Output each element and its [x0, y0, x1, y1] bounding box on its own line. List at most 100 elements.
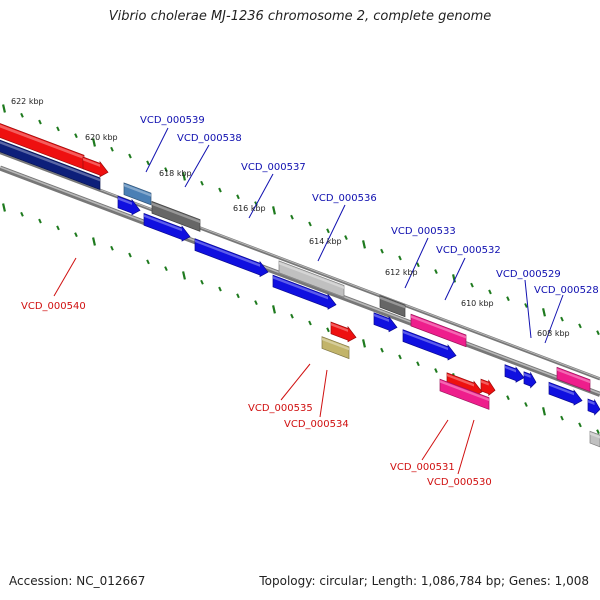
- callout-line-5: [404, 237, 429, 289]
- scale-label: 622 kbp: [11, 97, 44, 106]
- gene-feature-15: [410, 313, 467, 348]
- minor-tick: [20, 211, 24, 217]
- gene-feature-6: [151, 200, 201, 232]
- scale-label: 616 kbp: [233, 204, 266, 213]
- callout-line-4: [317, 204, 346, 262]
- gene-callouts: [53, 127, 564, 475]
- major-tick: [272, 305, 276, 314]
- minor-tick: [308, 320, 312, 326]
- minor-tick: [506, 296, 510, 302]
- gene-feature-9: [278, 260, 345, 298]
- minor-tick: [380, 248, 384, 254]
- backbone-line-outer: [0, 151, 600, 381]
- genome-stats-text: Topology: circular; Length: 1,086,784 bp…: [259, 574, 589, 588]
- minor-tick: [200, 180, 204, 186]
- minor-tick: [578, 323, 582, 329]
- minor-tick: [146, 259, 150, 265]
- major-tick: [362, 339, 366, 348]
- gene-feature-14: [373, 312, 398, 333]
- callout-line-6: [444, 257, 466, 301]
- minor-tick: [380, 347, 384, 353]
- minor-tick: [128, 252, 132, 258]
- callout-line-10: [280, 363, 311, 401]
- minor-tick: [38, 218, 42, 224]
- callout-line-8: [544, 294, 564, 344]
- major-tick: [92, 138, 96, 147]
- callout-line-11: [319, 369, 328, 418]
- minor-tick: [56, 126, 60, 132]
- minor-tick: [164, 167, 168, 173]
- gene-feature-11: [330, 321, 357, 343]
- gene-feature-20: [504, 364, 525, 383]
- gene-label: VCD_000537: [241, 162, 306, 173]
- gene-feature-21: [523, 371, 537, 389]
- gene-feature-18: [480, 378, 496, 397]
- minor-tick: [596, 429, 600, 435]
- minor-tick: [434, 269, 438, 274]
- backbone-line-inner: [0, 165, 600, 397]
- callout-line-3: [248, 173, 274, 219]
- minor-tick: [218, 286, 222, 292]
- minor-tick: [398, 255, 402, 261]
- minor-tick: [290, 214, 294, 220]
- gene-label: VCD_000528: [534, 285, 599, 296]
- minor-tick: [20, 112, 24, 118]
- minor-tick: [560, 316, 564, 322]
- gene-feature-10: [272, 274, 337, 310]
- callout-line-2: [184, 144, 210, 188]
- minor-tick: [254, 300, 258, 306]
- gene-feature-23: [548, 381, 583, 406]
- minor-tick: [164, 266, 168, 272]
- minor-tick: [524, 303, 528, 308]
- callout-line-7: [524, 279, 532, 339]
- scale-label: 618 kbp: [159, 169, 192, 178]
- minor-tick: [56, 225, 60, 231]
- callout-line-12: [421, 419, 449, 461]
- gene-features: [0, 123, 600, 448]
- minor-tick: [434, 368, 438, 373]
- minor-tick: [74, 133, 78, 139]
- accession-text: Accession: NC_012667: [9, 574, 146, 588]
- gene-label: VCD_000533: [391, 226, 456, 237]
- gene-feature-7: [143, 212, 191, 242]
- gene-feature-1: [0, 139, 101, 191]
- gene-label: VCD_000538: [177, 133, 242, 144]
- minor-tick: [236, 293, 240, 299]
- scale-ticks: [2, 104, 600, 435]
- minor-tick: [578, 422, 582, 428]
- minor-tick: [218, 187, 222, 193]
- scale-label: 614 kbp: [309, 237, 342, 246]
- callout-line-1: [145, 127, 169, 173]
- major-tick: [542, 308, 546, 317]
- gene-feature-3: [82, 156, 109, 178]
- callout-line-13: [457, 419, 475, 475]
- gene-feature-8: [194, 238, 269, 278]
- minor-tick: [416, 262, 420, 268]
- major-tick: [2, 104, 6, 113]
- minor-tick: [398, 354, 402, 360]
- gene-feature-19: [439, 378, 490, 410]
- minor-tick: [74, 232, 78, 238]
- scale-label: 610 kbp: [461, 299, 494, 308]
- major-tick: [362, 240, 366, 249]
- minor-tick: [470, 282, 474, 288]
- lower-tick-row: [2, 203, 600, 435]
- minor-tick: [326, 327, 330, 333]
- gene-label: VCD_000530: [427, 477, 492, 488]
- gene-label: VCD_000540: [21, 301, 86, 312]
- minor-tick: [290, 313, 294, 319]
- gene-label: VCD_000535: [248, 403, 313, 414]
- minor-tick: [488, 289, 492, 295]
- minor-tick: [110, 245, 114, 251]
- gene-label: VCD_000532: [436, 245, 501, 256]
- major-tick: [92, 237, 96, 246]
- minor-tick: [38, 119, 42, 125]
- scale-label: 608 kbp: [537, 329, 570, 338]
- major-tick: [452, 274, 456, 283]
- minor-tick: [524, 402, 528, 407]
- major-tick: [272, 206, 276, 215]
- gene-feature-16: [402, 329, 457, 361]
